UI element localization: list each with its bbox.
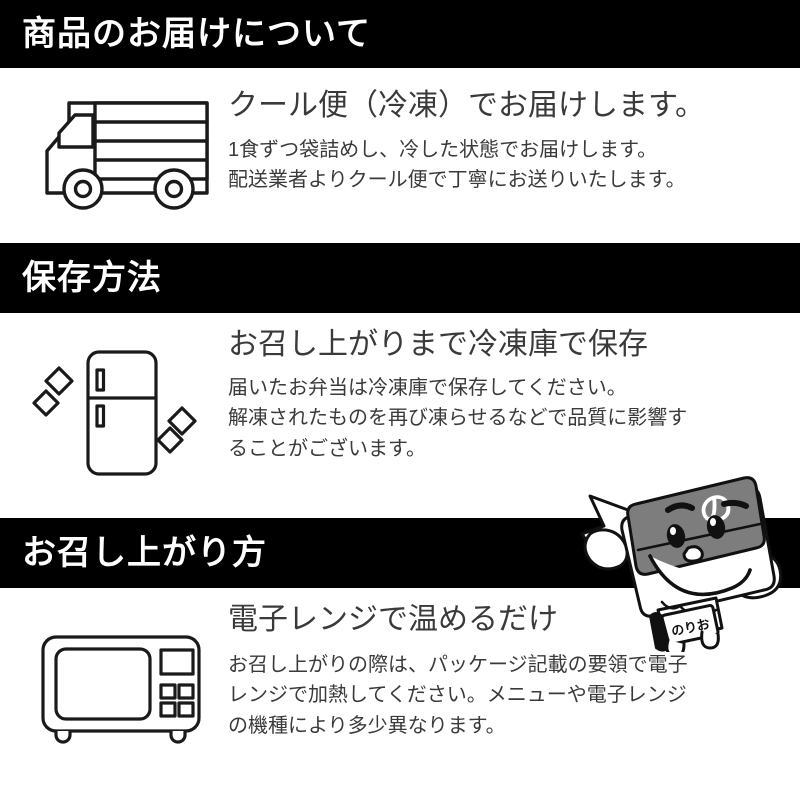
- storage-text-block: お召し上がりまで冷凍庫で保存 届いたお弁当は冷凍庫で保存してください。 解凍され…: [228, 325, 790, 464]
- serving-body-line-2: レンジで加熱してください。メニューや電子レンジ: [228, 684, 687, 707]
- storage-body-line-1: 届いたお弁当は冷凍庫で保存してください。: [228, 377, 627, 399]
- section-header-serving: お召し上がり方: [0, 518, 800, 588]
- refrigerator-icon: [26, 335, 216, 490]
- serving-text-block: 電子レンジで温めるだけ お召し上がりの際は、パッケージ記載の要領で電子 レンジで…: [228, 600, 790, 741]
- delivery-truck-icon: [26, 82, 216, 217]
- section-header-serving-title: お召し上がり方: [22, 534, 267, 572]
- storage-body-line-3: ることがございます。: [228, 437, 426, 460]
- section-header-delivery-title: 商品のお届けについて: [22, 15, 371, 53]
- section-header-delivery: 商品のお届けについて: [0, 0, 800, 68]
- section-body-serving: 電子レンジで温めるだけ お召し上がりの際は、パッケージ記載の要領で電子 レンジで…: [0, 588, 800, 800]
- delivery-text-block: クール便（冷凍）でお届けします。 1食ずつ袋詰めし、冷した状態でお届けします。 …: [228, 86, 790, 196]
- storage-body-line-2: 解凍されたものを再び凍らせるなどで品質に影響す: [228, 407, 688, 430]
- serving-lead: 電子レンジで温めるだけ: [228, 603, 558, 636]
- delivery-body-line-2: 配送業者よりクール便で丁寧にお送りいたします。: [228, 169, 686, 192]
- microwave-icon: [26, 616, 216, 756]
- serving-body-line-1: お召し上がりの際は、パッケージ記載の要領で電子: [228, 654, 688, 676]
- section-body-delivery: クール便（冷凍）でお届けします。 1食ずつ袋詰めし、冷した状態でお届けします。 …: [0, 68, 800, 243]
- delivery-body-line-1: 1食ずつ袋詰めし、冷した状態でお届けします。: [228, 139, 658, 161]
- storage-lead: お召し上がりまで冷凍庫で保存: [228, 328, 648, 361]
- section-body-storage: お召し上がりまで冷凍庫で保存 届いたお弁当は冷凍庫で保存してください。 解凍され…: [0, 313, 800, 518]
- serving-body-line-3: の機種により多少異なります。: [228, 714, 506, 737]
- section-header-storage-title: 保存方法: [22, 259, 162, 297]
- section-header-storage: 保存方法: [0, 243, 800, 313]
- delivery-lead: クール便（冷凍）でお届けします。: [228, 89, 705, 122]
